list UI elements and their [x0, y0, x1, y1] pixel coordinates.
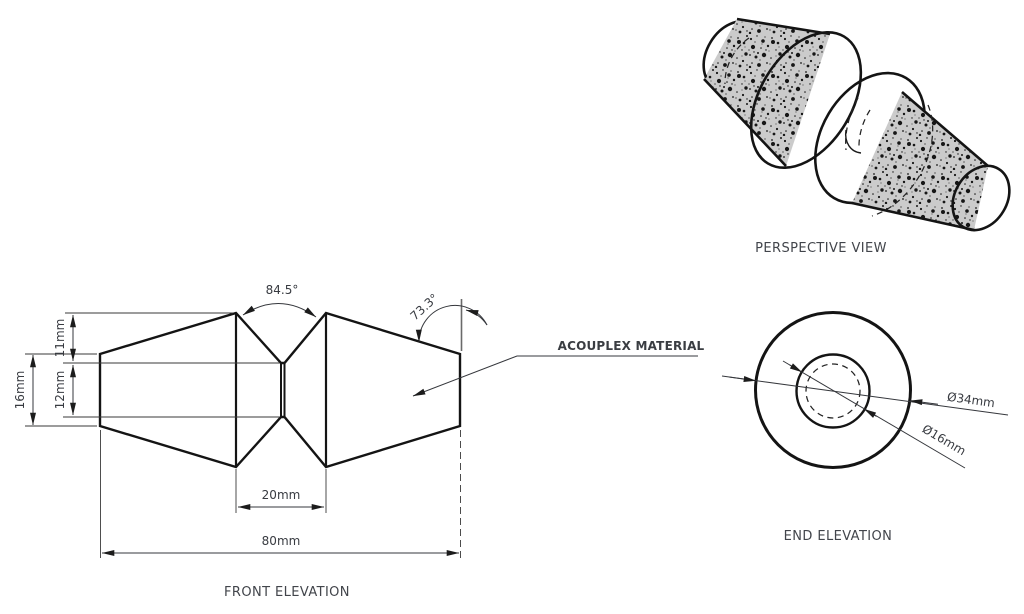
- junction-hidden-arc: [845, 97, 859, 151]
- front-cone-hidden-edge: [724, 37, 750, 85]
- rear-cone-hidden-edge: [871, 104, 934, 217]
- dim-upper-height: 11mm: [53, 314, 76, 362]
- material-callout: ACOUPLEX MATERIAL: [412, 339, 705, 397]
- dim-center-width: 20mm: [237, 488, 325, 510]
- material-leader-line: [412, 355, 698, 397]
- junction-hidden-edges: [844, 97, 871, 154]
- end-elevation-view: Ø34mm Ø16mm END ELEVATION: [721, 311, 1009, 544]
- front-cone-body: [704, 19, 830, 166]
- dim-end-height-text: 16mm: [13, 371, 27, 410]
- dim-notch-angle-text: 84.5°: [266, 283, 299, 297]
- dim-overall-width-text: 80mm: [262, 534, 301, 548]
- dim-inner-diameter: Ø16mm: [782, 360, 969, 469]
- material-callout-text: ACOUPLEX MATERIAL: [558, 339, 705, 353]
- dim-center-width-text: 20mm: [262, 488, 301, 502]
- dim-overall-width: 80mm: [101, 534, 460, 556]
- inner-circle: [795, 353, 871, 429]
- front-elevation-view: 16mm 11mm 12mm 20mm 80mm 84.5°: [13, 283, 705, 600]
- dim-outer-diameter-text: Ø34mm: [946, 390, 996, 411]
- dim-waist-height-text: 12mm: [53, 371, 67, 410]
- dim-inner-diameter-text: Ø16mm: [920, 422, 969, 458]
- end-elevation-label: END ELEVATION: [784, 529, 893, 544]
- dim-end-height: 16mm: [13, 354, 36, 426]
- rear-cone-bottom-edge: [851, 201, 975, 232]
- front-cone-large-face: [749, 30, 863, 170]
- perspective-rear-cone: [813, 71, 1011, 232]
- dim-waist-height: 12mm: [53, 364, 76, 416]
- perspective-view: PERSPECTIVE VIEW: [702, 17, 1011, 256]
- junction-hidden-arc: [858, 109, 871, 149]
- waist-visible-arc: [844, 129, 862, 154]
- dim-taper-angle: 73.3°: [407, 291, 488, 343]
- perspective-view-label: PERSPECTIVE VIEW: [755, 241, 887, 256]
- dim-outer-diameter: Ø34mm: [721, 375, 1009, 416]
- rear-cone-small-face: [951, 164, 1011, 232]
- rear-cone-body: [852, 92, 988, 230]
- dim-notch-angle: 84.5°: [242, 283, 317, 318]
- outer-circle: [754, 311, 912, 469]
- front-cone-top-edge: [736, 17, 831, 36]
- dim-taper-angle-text: 73.3°: [407, 291, 441, 323]
- perspective-front-cone: [702, 17, 863, 170]
- front-cone-bottom-edge: [703, 78, 787, 167]
- dim-upper-height-text: 11mm: [53, 319, 67, 358]
- rear-cone-top-edge: [901, 91, 989, 167]
- hidden-waist-circle: [805, 363, 861, 419]
- front-elevation-label: FRONT ELEVATION: [224, 585, 350, 600]
